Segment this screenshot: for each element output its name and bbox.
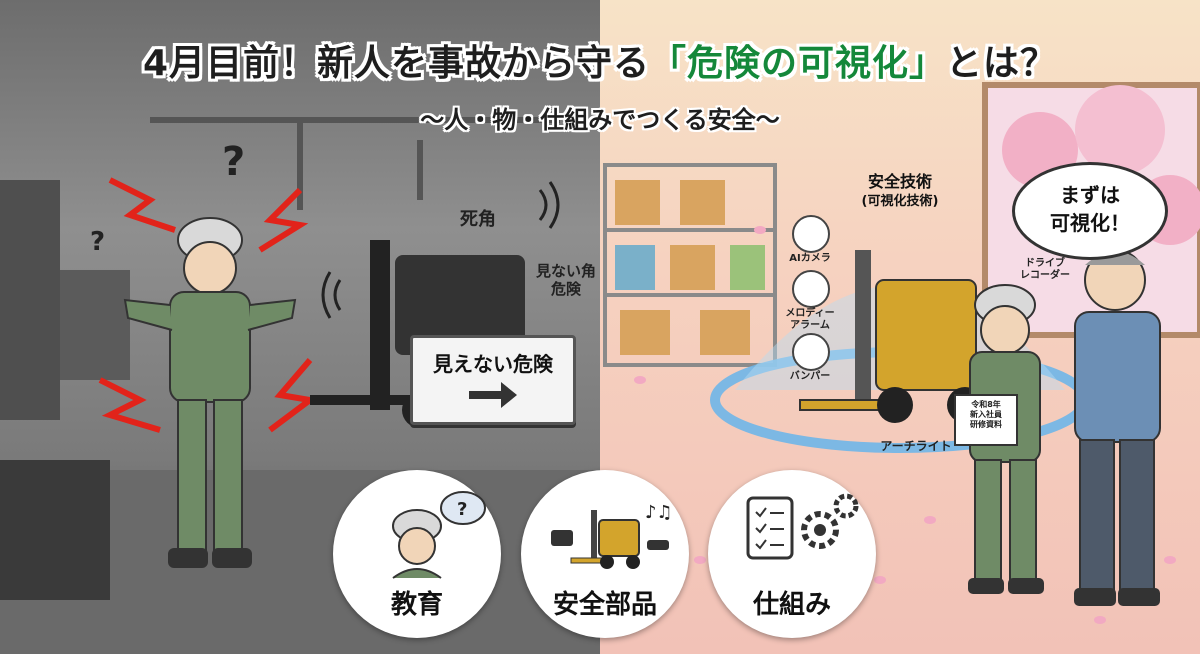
svg-text:?: ?	[222, 139, 245, 185]
instructor-figure	[1074, 249, 1161, 606]
melody-alarm-icon	[792, 270, 830, 308]
camera-icon	[551, 530, 573, 546]
training-clipboard	[954, 394, 1018, 446]
safety-tech-subheading: (可視化技術)	[861, 194, 939, 209]
question-marks: ? ?	[90, 139, 245, 257]
melody-alarm-label: メロディー アラーム	[776, 308, 844, 332]
pillar-systems: 仕組み	[708, 470, 876, 638]
speech-line1: まずは	[1060, 183, 1120, 207]
svg-text:?: ?	[457, 499, 467, 520]
safety-tech-heading: 安全技術	[867, 172, 932, 191]
hidden-corner-label-line1: 見ない角	[536, 262, 597, 280]
drive-recorder-line2: レコーダー	[1020, 270, 1070, 281]
hidden-corner-label: 見ない角 危険	[536, 262, 596, 298]
ai-camera-label: AIカメラ	[789, 253, 831, 264]
bumper-icon	[647, 540, 669, 550]
pillar-education: ? 教育	[333, 470, 501, 638]
education-worker-icon: ?	[392, 491, 486, 579]
headline-accent: 「危険の可視化」	[650, 43, 947, 84]
melody-alarm-line2: アラーム	[790, 320, 830, 331]
bumper-icon	[792, 333, 830, 371]
speech-bubble: まずは 可視化！	[1012, 162, 1168, 260]
pillar-label: 仕組み	[752, 590, 831, 620]
headline: 4月目前！新人を事故から守る「危険の可視化」とは？	[0, 34, 1200, 86]
pillar-label: 安全部品	[552, 590, 657, 620]
pillar-safety-parts: ♪♫ 安全部品	[521, 470, 689, 638]
svg-text:?: ?	[90, 227, 105, 257]
pillar-label: 教育	[390, 590, 443, 620]
sign-text: 見えない危険	[433, 352, 553, 376]
drive-recorder-line1: ドライブ	[1025, 258, 1065, 269]
svg-text:♪♫: ♪♫	[645, 502, 673, 523]
headline-part2: とは？	[946, 43, 1058, 84]
sound-waves-left	[321, 181, 560, 319]
warehouse-shelves	[603, 163, 777, 367]
worried-worker-figure	[123, 217, 297, 568]
sakura-petals	[634, 226, 1176, 624]
forklift-icon: ♪♫	[551, 502, 673, 569]
clipboard-line3: 研修資料	[970, 420, 1002, 429]
clipboard-text: 令和8年 新入社員 研修資料	[957, 400, 1015, 430]
arch-light-label: アーチライト	[880, 439, 952, 453]
melody-alarm-line1: メロディー	[785, 308, 835, 319]
invisible-danger-sign: 見えない危険	[410, 335, 576, 425]
ceiling-pipes	[150, 117, 560, 210]
left-boxes	[0, 180, 130, 600]
speech-line2: 可視化！	[1050, 211, 1130, 235]
drive-recorder-label: ドライブ レコーダー	[1010, 258, 1080, 282]
clipboard-line2: 新入社員	[970, 410, 1002, 419]
safety-tech-title: 安全技術 (可視化技術)	[830, 172, 970, 212]
danger-shock-marks	[98, 177, 318, 433]
ai-camera-icon	[792, 215, 830, 253]
right-arrow-icon	[469, 382, 517, 408]
blind-spot-label: 死角	[460, 209, 496, 230]
subheadline: 〜人・物・仕組みでつくる安全〜	[420, 106, 780, 134]
clipboard-line1: 令和8年	[971, 400, 1001, 409]
tablet-gear-icon	[746, 493, 859, 560]
speech-text: まずは 可視化！	[1015, 181, 1165, 237]
hidden-corner-label-line2: 危険	[551, 280, 582, 298]
headline-part1: 4月目前！新人を事故から守る	[142, 43, 651, 84]
bumper-label: バンパー	[789, 371, 831, 382]
new-employee-figure	[954, 284, 1044, 594]
